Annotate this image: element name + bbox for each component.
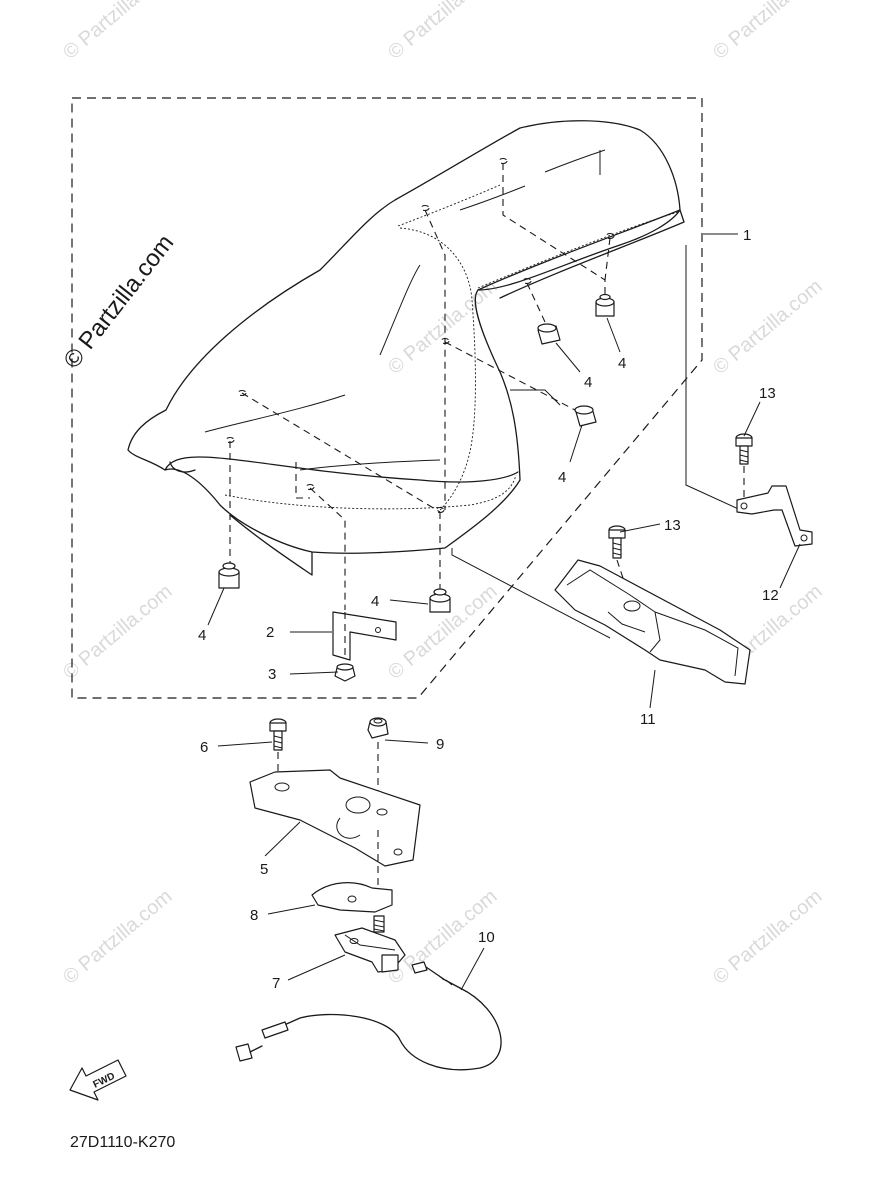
callout-numbers: 1 2 3 4 4 4 4 4 5 6 7 8 9 10 11 12 13 13 [198, 227, 779, 992]
callout-part-4: 4 [371, 593, 379, 610]
seat-contour-1 [204, 394, 346, 433]
watermark-tile: © Partzilla.com [384, 0, 501, 64]
callout-part-4: 4 [618, 355, 626, 372]
callout-part-4: 4 [584, 374, 592, 391]
seat-side-skirt [229, 514, 313, 576]
seat-contour-2 [379, 264, 421, 356]
seat-underside-bump [169, 461, 196, 473]
watermark-tiles: © Partzilla.com © Partzilla.com © Partzi… [59, 0, 826, 989]
seat-contour-3 [459, 185, 526, 211]
damper-front-right [429, 588, 451, 613]
watermark-tile: © Partzilla.com [709, 275, 826, 378]
bolt-lock-plate [269, 718, 287, 785]
watermark-main: © Partzilla.com [58, 230, 179, 374]
callout-part-8: 8 [250, 907, 258, 924]
damper-mid [537, 323, 561, 345]
callout-part-13: 13 [664, 517, 681, 534]
bracket-front [332, 611, 397, 661]
seat-edge [164, 456, 519, 483]
seat-rear-edge [477, 209, 685, 299]
callout-part-1: 1 [743, 227, 751, 244]
callout-part-5: 5 [260, 861, 268, 878]
lock-plate [249, 769, 421, 900]
callout-part-7: 7 [272, 975, 280, 992]
hidden-lines [229, 163, 611, 610]
watermark-tile: © Partzilla.com [709, 0, 826, 64]
nut-front [334, 663, 356, 682]
callout-part-10: 10 [478, 929, 495, 946]
seat-tray [554, 559, 751, 685]
callout-part-9: 9 [436, 736, 444, 753]
seat-reference-step [510, 389, 561, 406]
watermark-tile: © Partzilla.com [59, 580, 176, 683]
callout-part-3: 3 [268, 666, 276, 683]
seat-lock-cable [235, 961, 502, 1071]
assembly-frame [71, 97, 703, 699]
mounting-holes [225, 157, 615, 514]
seat-stitch-middle [399, 227, 476, 511]
forward-direction-arrow: FWD [69, 1059, 127, 1101]
callout-part-2: 2 [266, 624, 274, 641]
bolt-right-upper [735, 433, 753, 500]
grab-bracket-right [736, 485, 813, 547]
callout-part-4: 4 [198, 627, 206, 644]
damper-side [574, 405, 597, 427]
callout-part-12: 12 [762, 587, 779, 604]
seat-stitch-front [224, 474, 517, 510]
watermark-tile: © Partzilla.com [384, 275, 501, 378]
watermark-tile: © Partzilla.com [59, 0, 176, 64]
lock-spring [373, 915, 385, 933]
seat-outline [127, 120, 681, 554]
leader-lines [207, 233, 801, 991]
seat-lock [334, 927, 406, 973]
damper-rear [595, 293, 615, 317]
lock-hook [311, 882, 393, 913]
seat-contour-4 [544, 149, 606, 173]
damper-front-left [218, 562, 240, 589]
seat-contour-5 [299, 459, 441, 471]
watermark-tile: © Partzilla.com [59, 885, 176, 988]
seat-reference-line-lower [451, 548, 611, 639]
diagram-code: 27D1110-K270 [70, 1134, 175, 1151]
callout-part-6: 6 [200, 739, 208, 756]
seat-assembly [127, 120, 746, 639]
seat-stitch-rear [477, 211, 679, 289]
watermark-tile: © Partzilla.com [709, 885, 826, 988]
seat-stitch-top [397, 184, 501, 227]
callout-part-11: 11 [640, 711, 656, 728]
callout-part-4: 4 [558, 469, 566, 486]
callout-part-13: 13 [759, 385, 776, 402]
seat-reference-line-right [599, 150, 746, 513]
